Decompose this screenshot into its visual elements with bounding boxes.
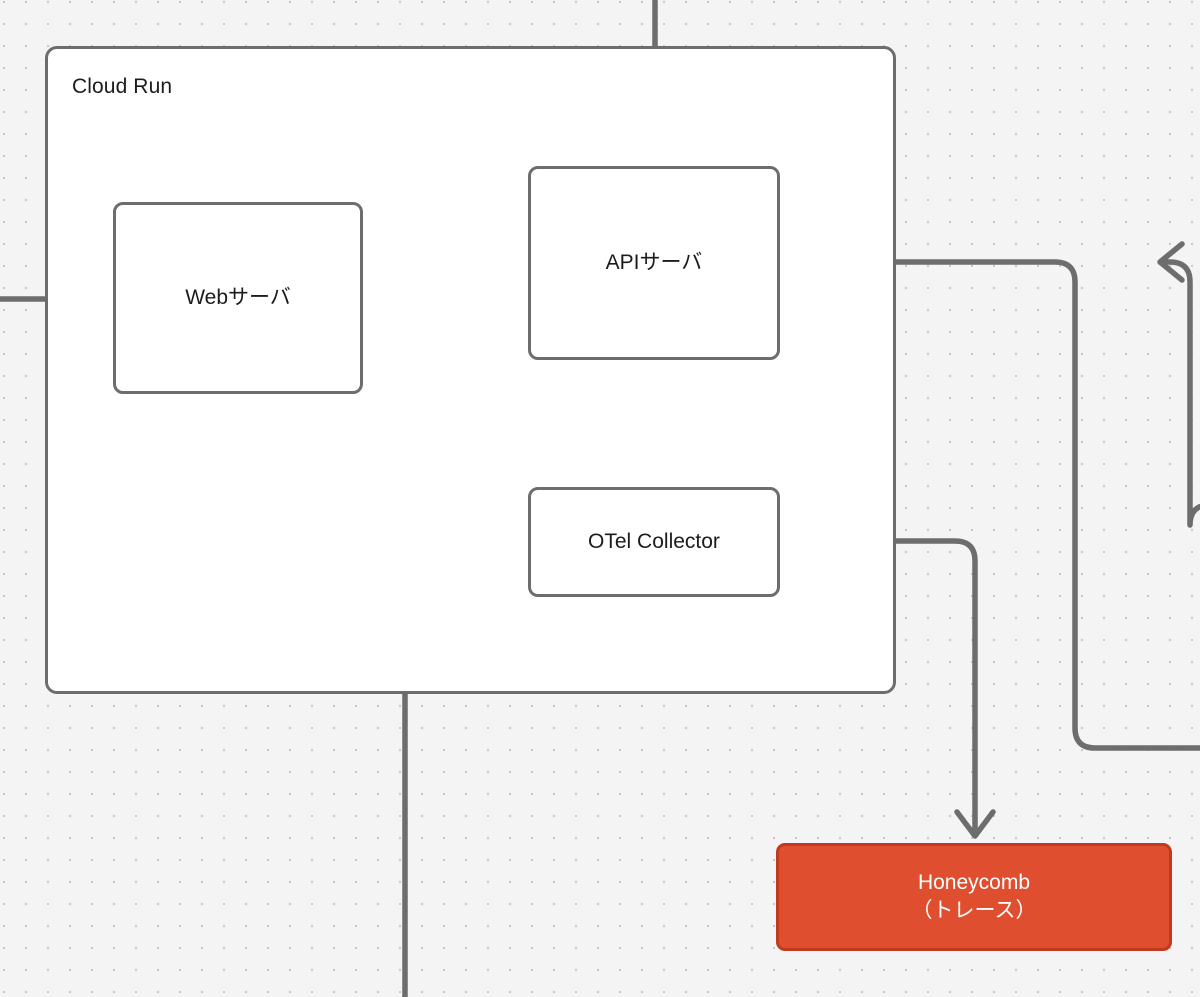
node-api-server-label: APIサーバ xyxy=(605,250,703,274)
chevron-left-into-api xyxy=(1157,241,1185,283)
connector-offscreen-right-into-api xyxy=(1161,259,1200,528)
node-otel-collector-label: OTel Collector xyxy=(588,529,720,553)
chevron-down-otel-to-honeycomb xyxy=(954,809,996,839)
node-web-server[interactable]: Webサーバ xyxy=(113,202,363,394)
node-api-server[interactable]: APIサーバ xyxy=(528,166,780,360)
node-honeycomb[interactable]: Honeycomb （トレース） xyxy=(776,843,1172,951)
node-otel-collector[interactable]: OTel Collector xyxy=(528,487,780,597)
group-cloud-run-label: Cloud Run xyxy=(72,75,173,98)
node-honeycomb-label-wrap: Honeycomb （トレース） xyxy=(912,869,1037,926)
node-honeycomb-label: Honeycomb xyxy=(917,870,1031,894)
node-honeycomb-sublabel: （トレース） xyxy=(911,899,1037,922)
node-web-server-label: Webサーバ xyxy=(185,285,291,309)
